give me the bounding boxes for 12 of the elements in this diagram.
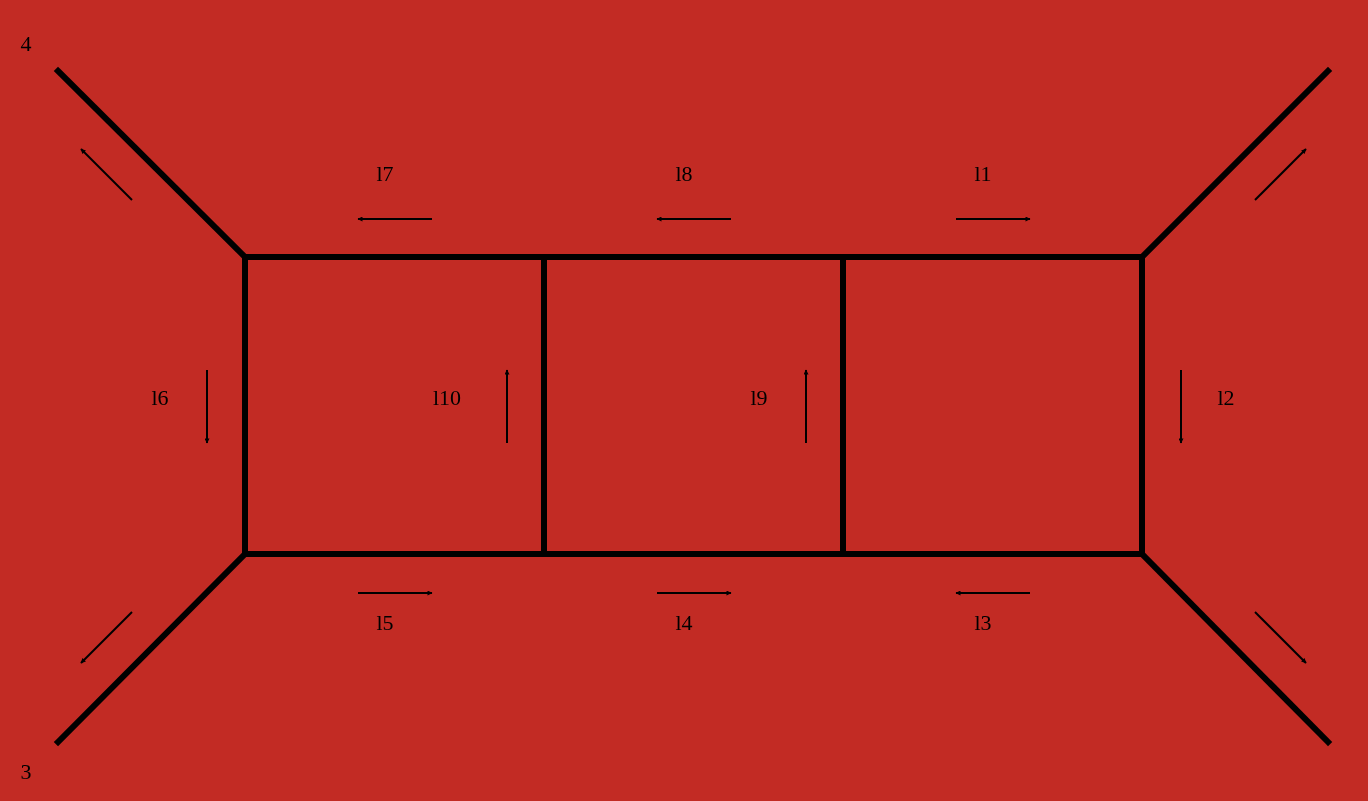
momentum-label: l7 bbox=[376, 163, 394, 185]
momentum-label: l4 bbox=[675, 612, 693, 634]
momentum-label: l8 bbox=[675, 163, 693, 185]
momentum-label: l3 bbox=[974, 612, 992, 634]
momentum-label: l5 bbox=[376, 612, 394, 634]
momentum-label: l9 bbox=[750, 387, 768, 409]
momentum-label: l1 bbox=[974, 163, 992, 185]
momentum-label: l6 bbox=[151, 387, 169, 409]
momentum-label: l2 bbox=[1217, 387, 1235, 409]
momentum-label: l10 bbox=[432, 387, 462, 409]
external-leg-label: 4 bbox=[20, 33, 32, 55]
external-leg-label: 3 bbox=[20, 761, 32, 783]
